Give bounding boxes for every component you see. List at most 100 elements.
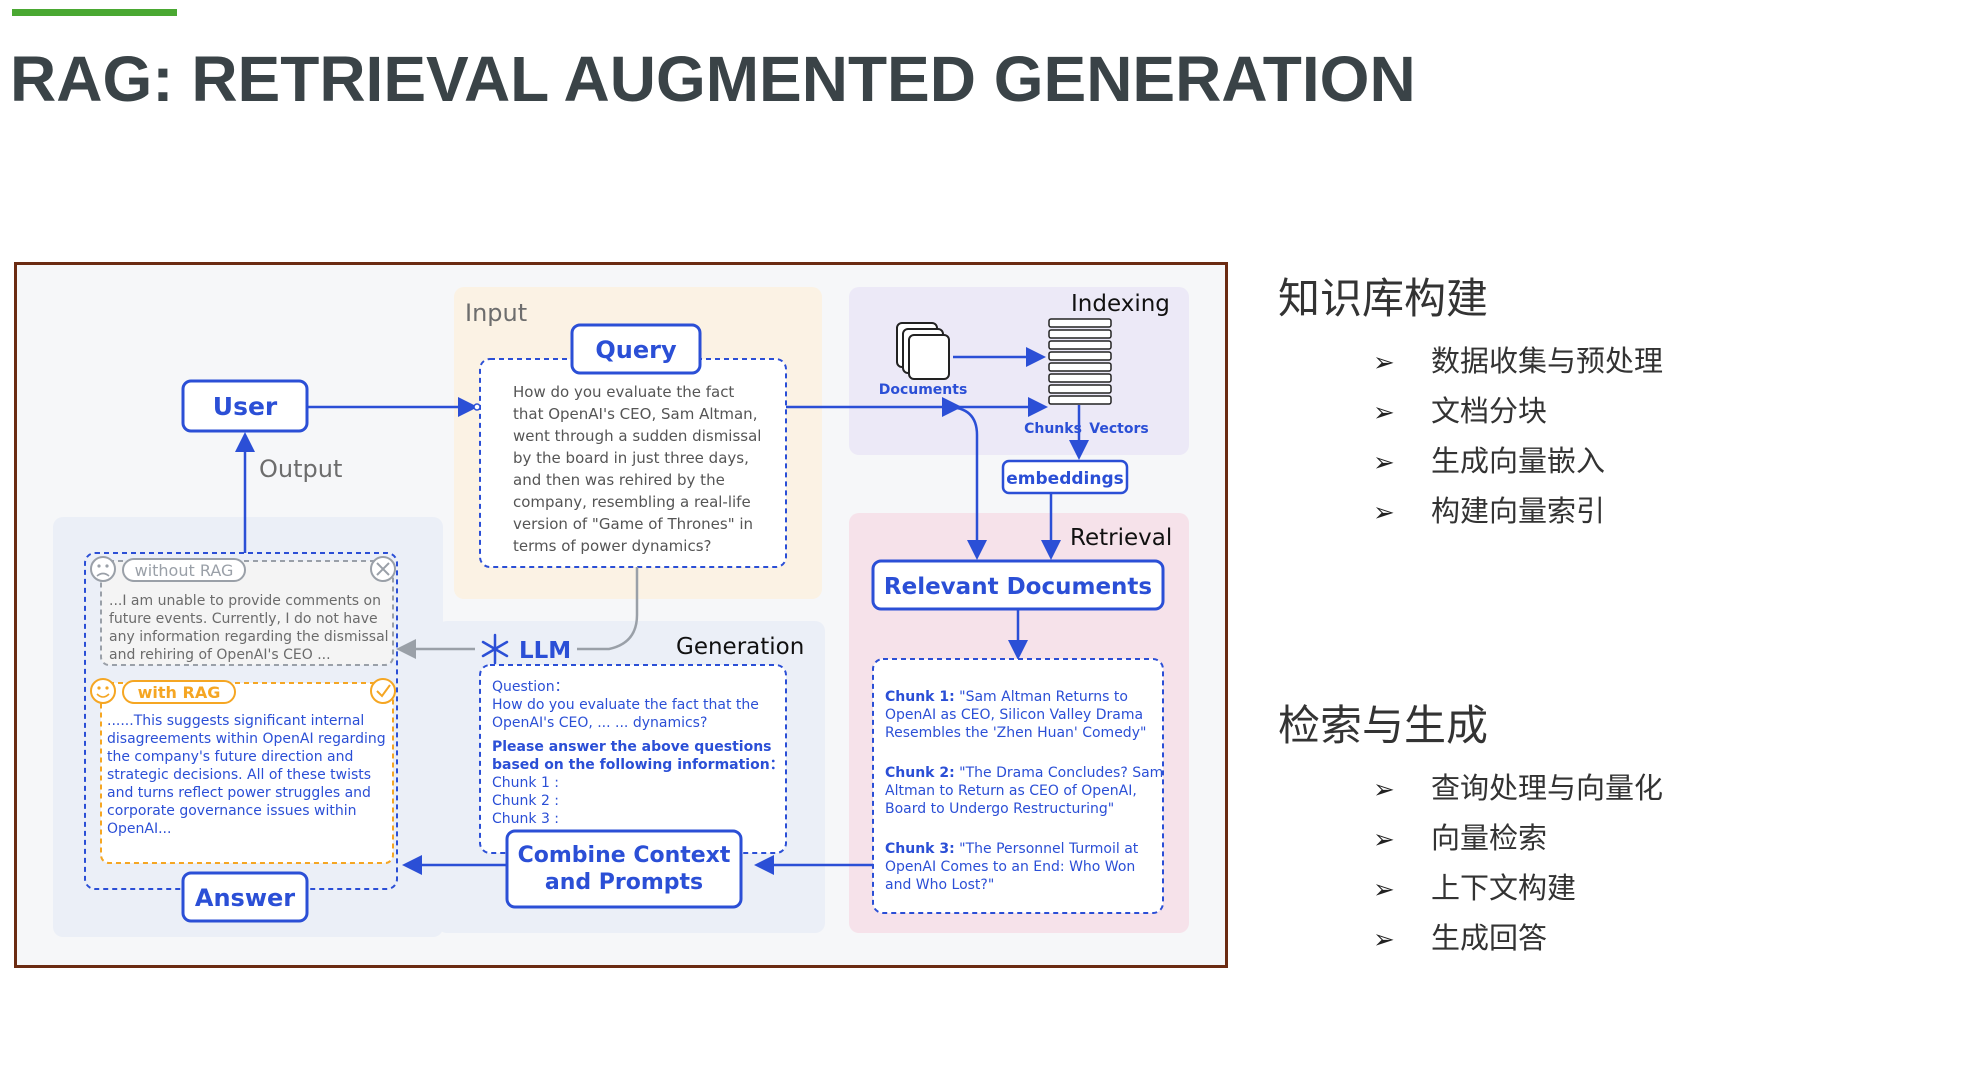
with-rag-line: and turns reflect power struggles and: [107, 785, 371, 801]
check-icon: [370, 678, 396, 704]
query-label: Query: [595, 336, 677, 364]
svg-text:Chunk 2: "The Drama Concludes?: Chunk 2: "The Drama Concludes? Sam: [885, 765, 1163, 781]
bullet-item: ➢生成向量嵌入: [1373, 436, 1663, 486]
with-rag-line: strategic decisions. All of these twists: [107, 767, 371, 783]
retrieval-label: Retrieval: [1070, 525, 1172, 551]
section-heading: 检索与生成: [1278, 701, 1489, 750]
query-text-line: company, resembling a real-life: [513, 493, 751, 511]
query-text-line: terms of power dynamics?: [513, 537, 711, 555]
combine-label: Combine Context: [518, 843, 731, 868]
retrieved-chunks: Chunk 1: "Sam Altman Returns to OpenAI a…: [885, 689, 1163, 893]
output-label: Output: [259, 455, 342, 483]
arrow-bullet-icon: ➢: [1373, 825, 1395, 855]
answer-label: Answer: [195, 884, 295, 912]
bullet-text: 生成回答: [1431, 921, 1548, 955]
arrow-bullet-icon: ➢: [1373, 925, 1395, 955]
chunks-label: Chunks: [1024, 421, 1082, 437]
bullet-item: ➢查询处理与向量化: [1373, 763, 1663, 813]
prompt-chunk: Chunk 2 :: [492, 793, 559, 809]
prompt-question-line: OpenAI's CEO, ... ... dynamics?: [492, 715, 707, 731]
chunk-label: Chunk 3:: [885, 841, 955, 857]
bullet-item: ➢ 生成回答: [1373, 913, 1663, 963]
combine-label: and Prompts: [545, 870, 703, 895]
bullet-text: 查询处理与向量化: [1431, 771, 1664, 805]
snowflake-icon: [481, 633, 509, 665]
combine-node: [505, 829, 743, 909]
vector-stack-icon: [1048, 318, 1112, 405]
documents-icon: [896, 322, 950, 380]
chunk-text: and Who Lost?": [885, 877, 994, 893]
without-rag-box: [100, 560, 394, 666]
slide-title: RAG: RETRIEVAL AUGMENTED GENERATION: [10, 43, 1416, 115]
svg-text:Chunk 3: "The Personnel Turmoi: Chunk 3: "The Personnel Turmoil at: [885, 841, 1139, 857]
bullet-text: 上下文构建: [1431, 871, 1577, 905]
relevant-documents-label: Relevant Documents: [884, 574, 1152, 600]
without-rag-line: any information regarding the dismissal: [109, 629, 389, 645]
with-rag-box: [100, 682, 394, 864]
prompt-question-line: How do you evaluate the fact that the: [492, 697, 759, 713]
input-label: Input: [465, 299, 527, 327]
section-knowledge-base: 知识库构建 ➢ 数据收集与预处理 ➢ 文档分块 ➢生成向量嵌入 ➢构建向量索引: [1278, 265, 1663, 536]
without-rag-line: ...I am unable to provide comments on: [109, 593, 381, 609]
chunk-label: Chunk 1:: [885, 689, 955, 705]
prompt-text: Question： How do you evaluate the fact t…: [492, 679, 784, 827]
retrieved-chunks-box: [872, 658, 1164, 914]
with-rag-text: ......This suggests significant internal…: [107, 713, 386, 837]
accent-bar: [12, 9, 177, 16]
query-text: How do you evaluate the fact that OpenAI…: [513, 383, 761, 555]
arrow-bullet-icon: ➢: [1373, 498, 1395, 528]
user-label: User: [213, 392, 278, 421]
without-rag-line: and rehiring of OpenAI's CEO ...: [109, 647, 331, 663]
chunk-text: Altman to Return as CEO of OpenAI,: [885, 783, 1137, 799]
with-rag-line: OpenAI...: [107, 821, 171, 837]
chunk-label: Chunk 2:: [885, 765, 955, 781]
bullet-text: 数据收集与预处理: [1431, 344, 1664, 378]
bullet-item: ➢构建向量索引: [1373, 486, 1663, 536]
query-text-line: version of "Game of Thrones" in: [513, 515, 753, 533]
prompt-box: [479, 664, 787, 854]
embeddings-node: [1001, 459, 1129, 495]
sad-face-icon: [90, 556, 116, 582]
rag-diagram: Input Output Indexing Retrieval Generati…: [14, 262, 1228, 968]
bullet-item: ➢ 文档分块: [1373, 386, 1663, 436]
smile-face-icon: [90, 678, 116, 704]
chunk-text: OpenAI Comes to an End: Who Won: [885, 859, 1135, 875]
answer-node: [181, 871, 309, 923]
section-retrieval-generation: 检索与生成 ➢查询处理与向量化 ➢向量检索 ➢上下文构建 ➢生成回答: [1278, 692, 1663, 963]
without-rag-line: future events. Currently, I do not have: [109, 611, 378, 627]
chunk-text: "The Personnel Turmoil at: [955, 841, 1139, 857]
arrow-bullet-icon: ➢: [1373, 875, 1395, 905]
chunk-text: Resembles the 'Zhen Huan' Comedy": [885, 725, 1146, 741]
query-text-line: went through a sudden dismissal: [513, 427, 761, 445]
documents-label: Documents: [879, 382, 968, 398]
chunk-text: Board to Undergo Restructuring": [885, 801, 1114, 817]
query-text-line: How do you evaluate the fact: [513, 383, 734, 401]
query-text-box: [479, 358, 787, 568]
bullet-item: ➢ 数据收集与预处理: [1373, 336, 1663, 386]
without-rag-label: without RAG: [135, 561, 234, 580]
bullet-text: 文档分块: [1431, 394, 1548, 428]
query-text-line: by the board in just three days,: [513, 449, 749, 467]
chunk-text: "Sam Altman Returns to: [955, 689, 1128, 705]
arrow-bullet-icon: ➢: [1373, 448, 1395, 478]
bullet-item: ➢ 上下文构建: [1373, 863, 1663, 913]
with-rag-line: the company's future direction and: [107, 749, 353, 765]
close-icon: [370, 556, 396, 582]
bullet-list: ➢查询处理与向量化 ➢向量检索 ➢上下文构建 ➢生成回答: [1373, 763, 1663, 963]
prompt-question-label: Question：: [492, 679, 569, 695]
bullet-item: ➢向量检索: [1373, 813, 1663, 863]
prompt-chunk: Chunk 3 :: [492, 811, 559, 827]
bullet-list: ➢ 数据收集与预处理 ➢ 文档分块 ➢生成向量嵌入 ➢构建向量索引: [1373, 336, 1663, 536]
without-rag-text: ...I am unable to provide comments on fu…: [109, 593, 389, 663]
with-rag-line: corporate governance issues within: [107, 803, 356, 819]
vectors-label: Vectors: [1089, 421, 1148, 437]
arrow-bullet-icon: ➢: [1373, 348, 1395, 378]
section-heading: 知识库构建: [1278, 274, 1489, 323]
arrow-bullet-icon: ➢: [1373, 398, 1395, 428]
indexing-label: Indexing: [1071, 291, 1170, 317]
svg-text:Chunk 1: "Sam Altman Returns t: Chunk 1: "Sam Altman Returns to: [885, 689, 1128, 705]
prompt-instruction: Please answer the above questions: [492, 739, 772, 755]
embeddings-label: embeddings: [1006, 469, 1124, 489]
llm-label: LLM: [519, 638, 571, 664]
prompt-chunk: Chunk 1 :: [492, 775, 559, 791]
